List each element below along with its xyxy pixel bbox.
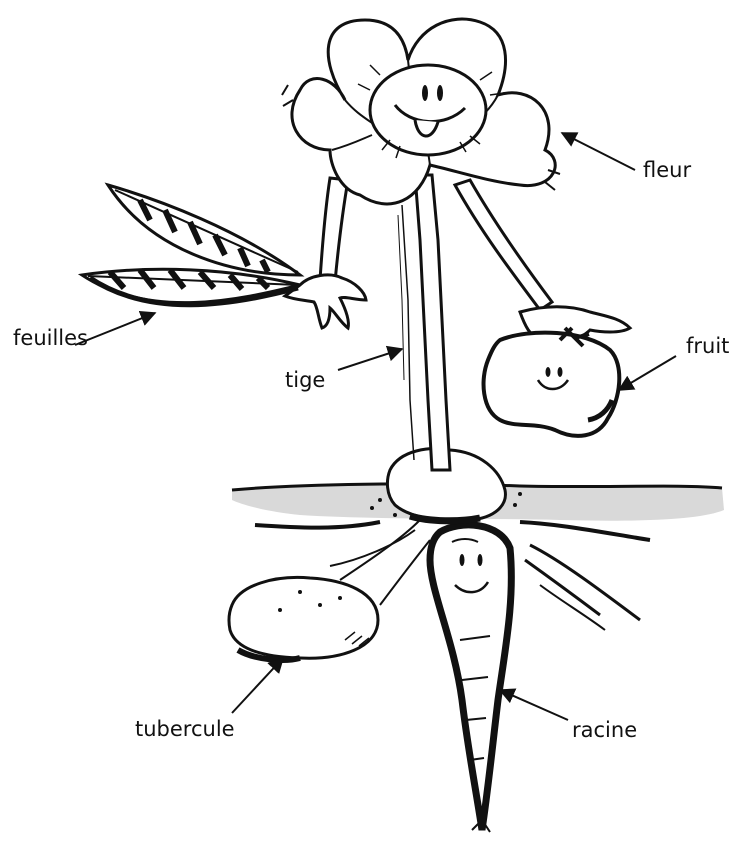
arrow-fleur: [562, 133, 635, 170]
stem: [398, 175, 450, 470]
leaves: [82, 185, 300, 305]
arrow-fruit: [619, 356, 676, 390]
tuber: [229, 577, 378, 659]
arrow-racine: [500, 690, 568, 720]
flower-head: [282, 19, 560, 204]
label-feuilles: feuilles: [13, 328, 88, 349]
label-fruit: fruit: [686, 336, 729, 357]
fruit: [484, 328, 620, 436]
label-tige: tige: [285, 370, 325, 391]
carrot-root: [430, 525, 511, 832]
arrow-tige: [338, 349, 402, 370]
label-fleur: fleur: [643, 160, 691, 181]
right-arm: [455, 180, 630, 342]
label-racine: racine: [572, 720, 637, 741]
arrow-tubercule: [232, 658, 283, 713]
left-arm: [285, 178, 366, 328]
label-tubercule: tubercule: [135, 719, 235, 740]
